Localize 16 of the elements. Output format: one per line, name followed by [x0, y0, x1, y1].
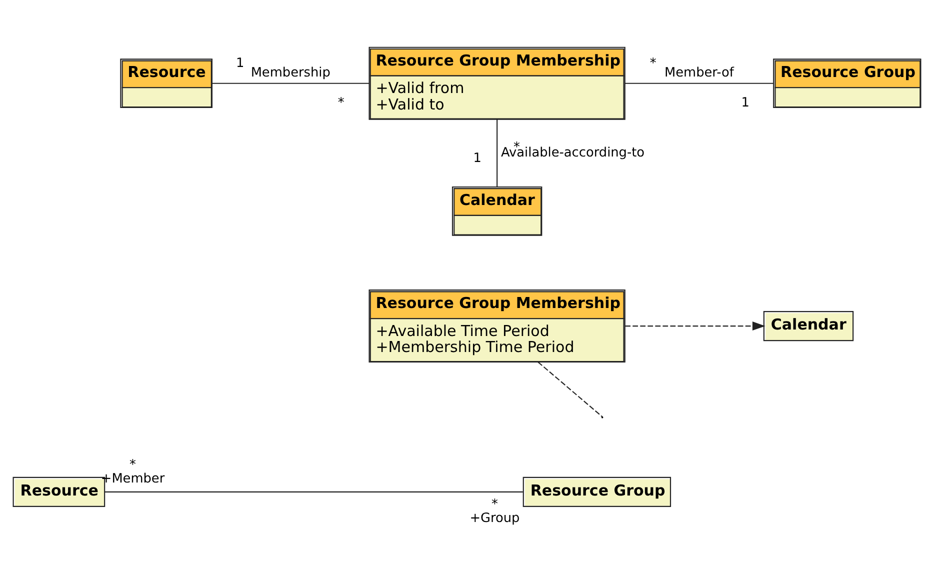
edge-label: Membership: [250, 64, 330, 80]
label: *: [649, 55, 656, 70]
arrow: [624, 321, 765, 330]
label: 1: [236, 55, 244, 70]
connector: [211, 82, 369, 84]
label: *: [129, 457, 136, 472]
label: *: [337, 94, 344, 110]
connector: [104, 490, 522, 492]
label: 1: [740, 94, 749, 110]
edge-label: Member-of: [664, 64, 734, 80]
connector: [496, 118, 498, 186]
label: 1: [472, 150, 481, 166]
connector: [624, 82, 774, 84]
connector: [537, 361, 602, 417]
label: +Group: [469, 510, 520, 526]
label: *: [491, 496, 498, 512]
